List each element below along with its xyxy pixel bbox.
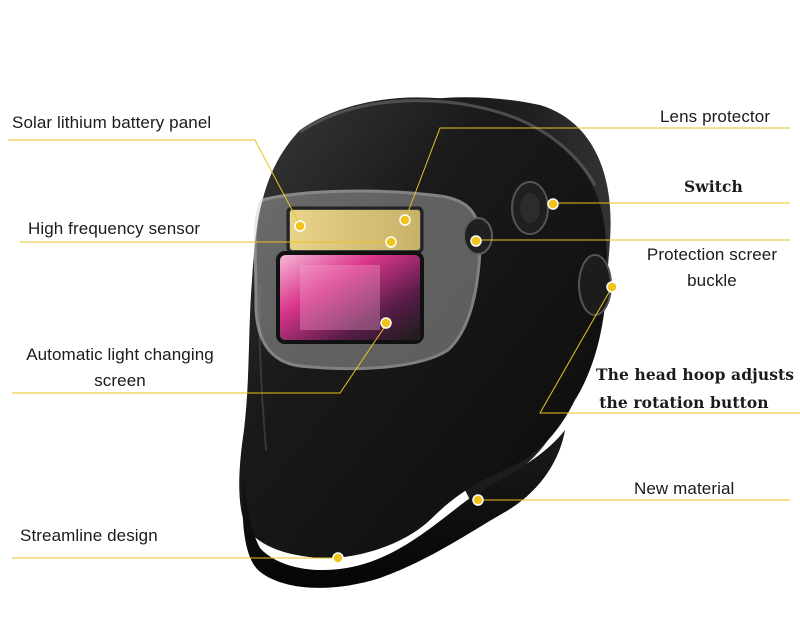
dot-buckle <box>470 235 482 247</box>
label-new-material: New material <box>634 479 735 498</box>
label-lens-protector: Lens protector <box>660 107 771 126</box>
dot-switch <box>547 198 559 210</box>
dot-solar <box>294 220 306 232</box>
dot-headhoop <box>606 281 618 293</box>
dot-lens <box>399 214 411 226</box>
dot-streamline <box>332 552 344 564</box>
label-solar-panel: Solar lithium battery panel <box>12 113 212 132</box>
solar-panel <box>290 210 420 250</box>
label-streamline-design: Streamline design <box>20 526 158 545</box>
leader-lines <box>8 127 800 559</box>
helmet-chin <box>242 430 565 588</box>
dot-material <box>472 494 484 506</box>
dot-auto <box>380 317 392 329</box>
label-high-frequency-sensor: High frequency sensor <box>28 219 201 238</box>
dot-sensor <box>385 236 397 248</box>
label-protection-screen-buckle: Protection screer buckle <box>646 245 778 290</box>
callout-dots <box>294 198 618 564</box>
label-switch: Switch <box>684 177 743 196</box>
head-hoop-knob <box>578 254 612 316</box>
label-automatic-light-screen: Automatic light changing screen <box>26 345 214 390</box>
label-head-hoop-button: The head hoop adjusts the rotation butto… <box>596 365 795 412</box>
